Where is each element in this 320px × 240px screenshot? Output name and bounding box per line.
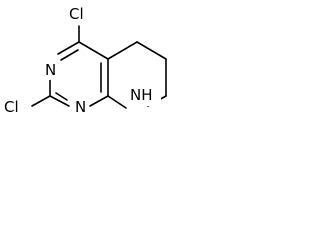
atom-mask-nh [128, 86, 161, 106]
atom-nh: NH [130, 86, 153, 104]
bond-c8a-n8 [107, 95, 127, 109]
bonds [31, 25, 167, 109]
atom-mask-cl-left [2, 98, 31, 118]
bond-n1-c2-inner [55, 92, 68, 101]
atom-cl-top: Cl [69, 5, 84, 23]
chemical-structure: Cl N N Cl NH [2, 5, 167, 118]
atom-mask-n1 [70, 98, 88, 117]
atom-mask-cl-top [68, 5, 93, 25]
bond-n1-c2 [49, 95, 70, 107]
bond-n3-c4-inner [60, 49, 79, 61]
atom-n1: N [75, 98, 86, 116]
atom-labels: Cl N N Cl NH [2, 5, 161, 118]
bond-c4-c4a [78, 41, 109, 60]
atom-mask-n3 [40, 61, 58, 80]
bond-n3-c4 [57, 41, 80, 55]
bond-c2-cl [31, 95, 51, 107]
atom-cl-left: Cl [4, 98, 19, 116]
bond-c5-c6 [136, 41, 167, 60]
atom-n3: N [45, 61, 56, 79]
bond-c8a-n1 [89, 95, 109, 107]
bond-c4a-c5 [107, 41, 138, 60]
